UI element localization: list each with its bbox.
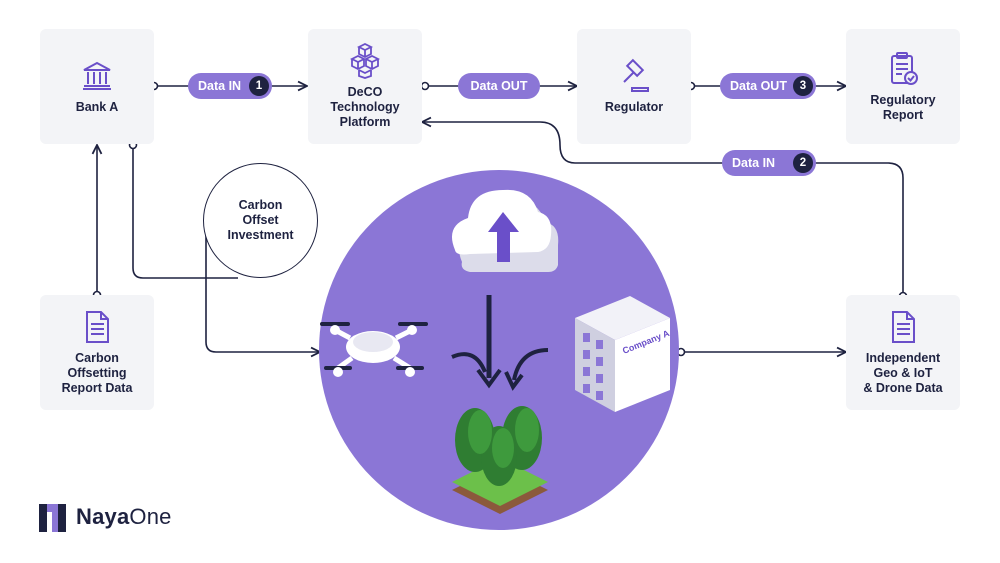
step-badge: 2: [793, 153, 813, 173]
flow-pill-data-out-3: Data OUT 3: [720, 73, 816, 99]
flow-pill-data-out: Data OUT: [458, 73, 540, 99]
brand-wordmark: NayaOne: [76, 504, 172, 530]
flow-pill-label: Data OUT: [730, 79, 787, 93]
regulatory-report-label: Regulatory Report: [870, 92, 936, 122]
flow-pill-label: Data IN: [198, 79, 242, 93]
deco-platform-node: DeCO Technology Platform: [308, 29, 422, 144]
carbon-report-node: Carbon Offsetting Report Data: [40, 295, 154, 410]
flow-bank-to-investment: [132, 145, 238, 279]
flow-pill-data-in-1: Data IN 1: [188, 73, 272, 99]
step-badge: 3: [793, 76, 813, 96]
flow-pill-label: Data OUT: [470, 79, 528, 93]
regulatory-report-node: Regulatory Report: [846, 29, 960, 144]
illustration-circle: [319, 170, 679, 530]
carbon-report-label: Carbon Offsetting Report Data: [61, 351, 133, 395]
document-icon: [86, 311, 109, 343]
naya-one-logo: NayaOne: [38, 500, 172, 534]
flow-pill-label: Data IN: [732, 156, 776, 170]
flow-data-to-deco: [422, 122, 904, 296]
flow-down-arrows-icon: [451, 295, 549, 391]
company-building-icon: [575, 296, 670, 412]
gavel-icon: [623, 58, 649, 92]
independent-data-label: Independent Geo & IoT & Drone Data: [863, 351, 943, 395]
clipboard-check-icon: [891, 51, 918, 85]
independent-data-node: Independent Geo & IoT & Drone Data: [846, 295, 960, 410]
flow-pill-data-in-2: Data IN 2: [722, 150, 816, 176]
cloud-upload-icon: [451, 189, 559, 272]
brand-second: One: [129, 504, 172, 529]
bank-a-node: Bank A: [40, 29, 154, 144]
step-badge: 1: [249, 76, 269, 96]
flow-investment-to-drone: [205, 230, 320, 352]
cubes-icon: [349, 43, 381, 79]
deco-platform-label: DeCO Technology Platform: [330, 85, 400, 129]
brand-first: Naya: [76, 504, 130, 529]
carbon-offset-investment-bubble: Carbon Offset Investment: [203, 163, 318, 278]
naya-one-mark-icon: [39, 504, 66, 532]
bank-a-label: Bank A: [75, 100, 119, 114]
forest-icon: [452, 406, 548, 514]
document-icon: [892, 311, 915, 343]
bank-icon: [83, 61, 111, 90]
regulator-node: Regulator: [577, 29, 691, 144]
drone-icon: [320, 322, 428, 377]
regulator-label: Regulator: [604, 100, 664, 114]
